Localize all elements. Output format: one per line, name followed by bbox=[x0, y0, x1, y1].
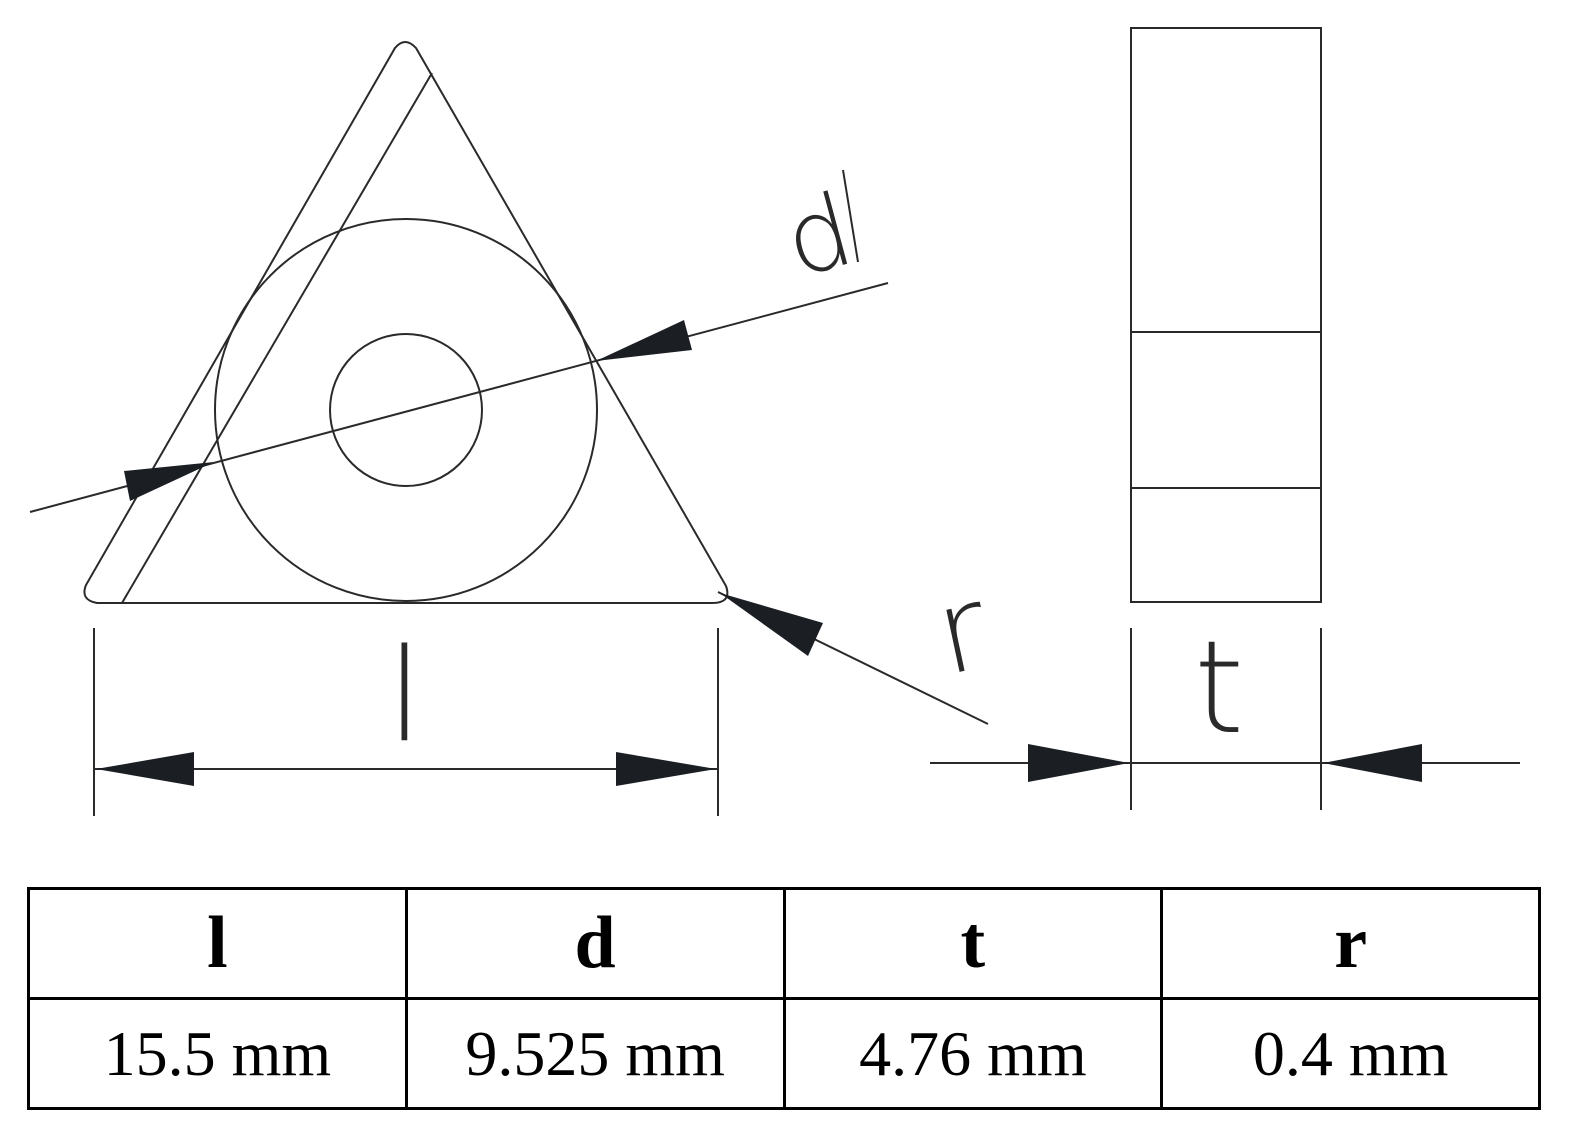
header-r: r bbox=[1160, 887, 1541, 1000]
insert-triangle-outline bbox=[83, 41, 729, 604]
d-leader-tick bbox=[842, 169, 859, 263]
t-label: t bbox=[1194, 614, 1244, 763]
value-r: 0.4 mm bbox=[1160, 997, 1541, 1110]
l-label: l bbox=[387, 622, 423, 771]
t-arrow-right bbox=[1323, 744, 1422, 782]
center-hole-circle bbox=[329, 333, 483, 487]
value-t: 4.76 mm bbox=[782, 997, 1164, 1110]
d-arrow-right bbox=[596, 320, 692, 361]
value-d: 9.525 mm bbox=[404, 997, 786, 1110]
header-d: d bbox=[404, 887, 786, 1000]
insert-spec-table: l d t r 15.5 mm 9.525 mm 4.76 mm 0.4 mm bbox=[27, 887, 1541, 1110]
insert-chamfer-line bbox=[121, 72, 433, 604]
header-l: l bbox=[27, 887, 408, 1000]
spec-value-row: 15.5 mm 9.525 mm 4.76 mm 0.4 mm bbox=[27, 997, 1541, 1110]
header-t: t bbox=[782, 887, 1164, 1000]
value-l: 15.5 mm bbox=[27, 997, 408, 1110]
r-arrow bbox=[720, 593, 823, 656]
l-arrow-left bbox=[96, 752, 194, 786]
r-label: r bbox=[924, 560, 999, 702]
side-view-rectangle bbox=[1130, 27, 1322, 603]
inscribed-circle bbox=[214, 218, 598, 602]
d-label: d bbox=[773, 171, 865, 300]
t-arrow-left bbox=[1028, 744, 1129, 782]
l-arrow-right bbox=[616, 752, 716, 786]
spec-header-row: l d t r bbox=[27, 887, 1541, 1000]
d-arrow-left bbox=[124, 462, 214, 501]
